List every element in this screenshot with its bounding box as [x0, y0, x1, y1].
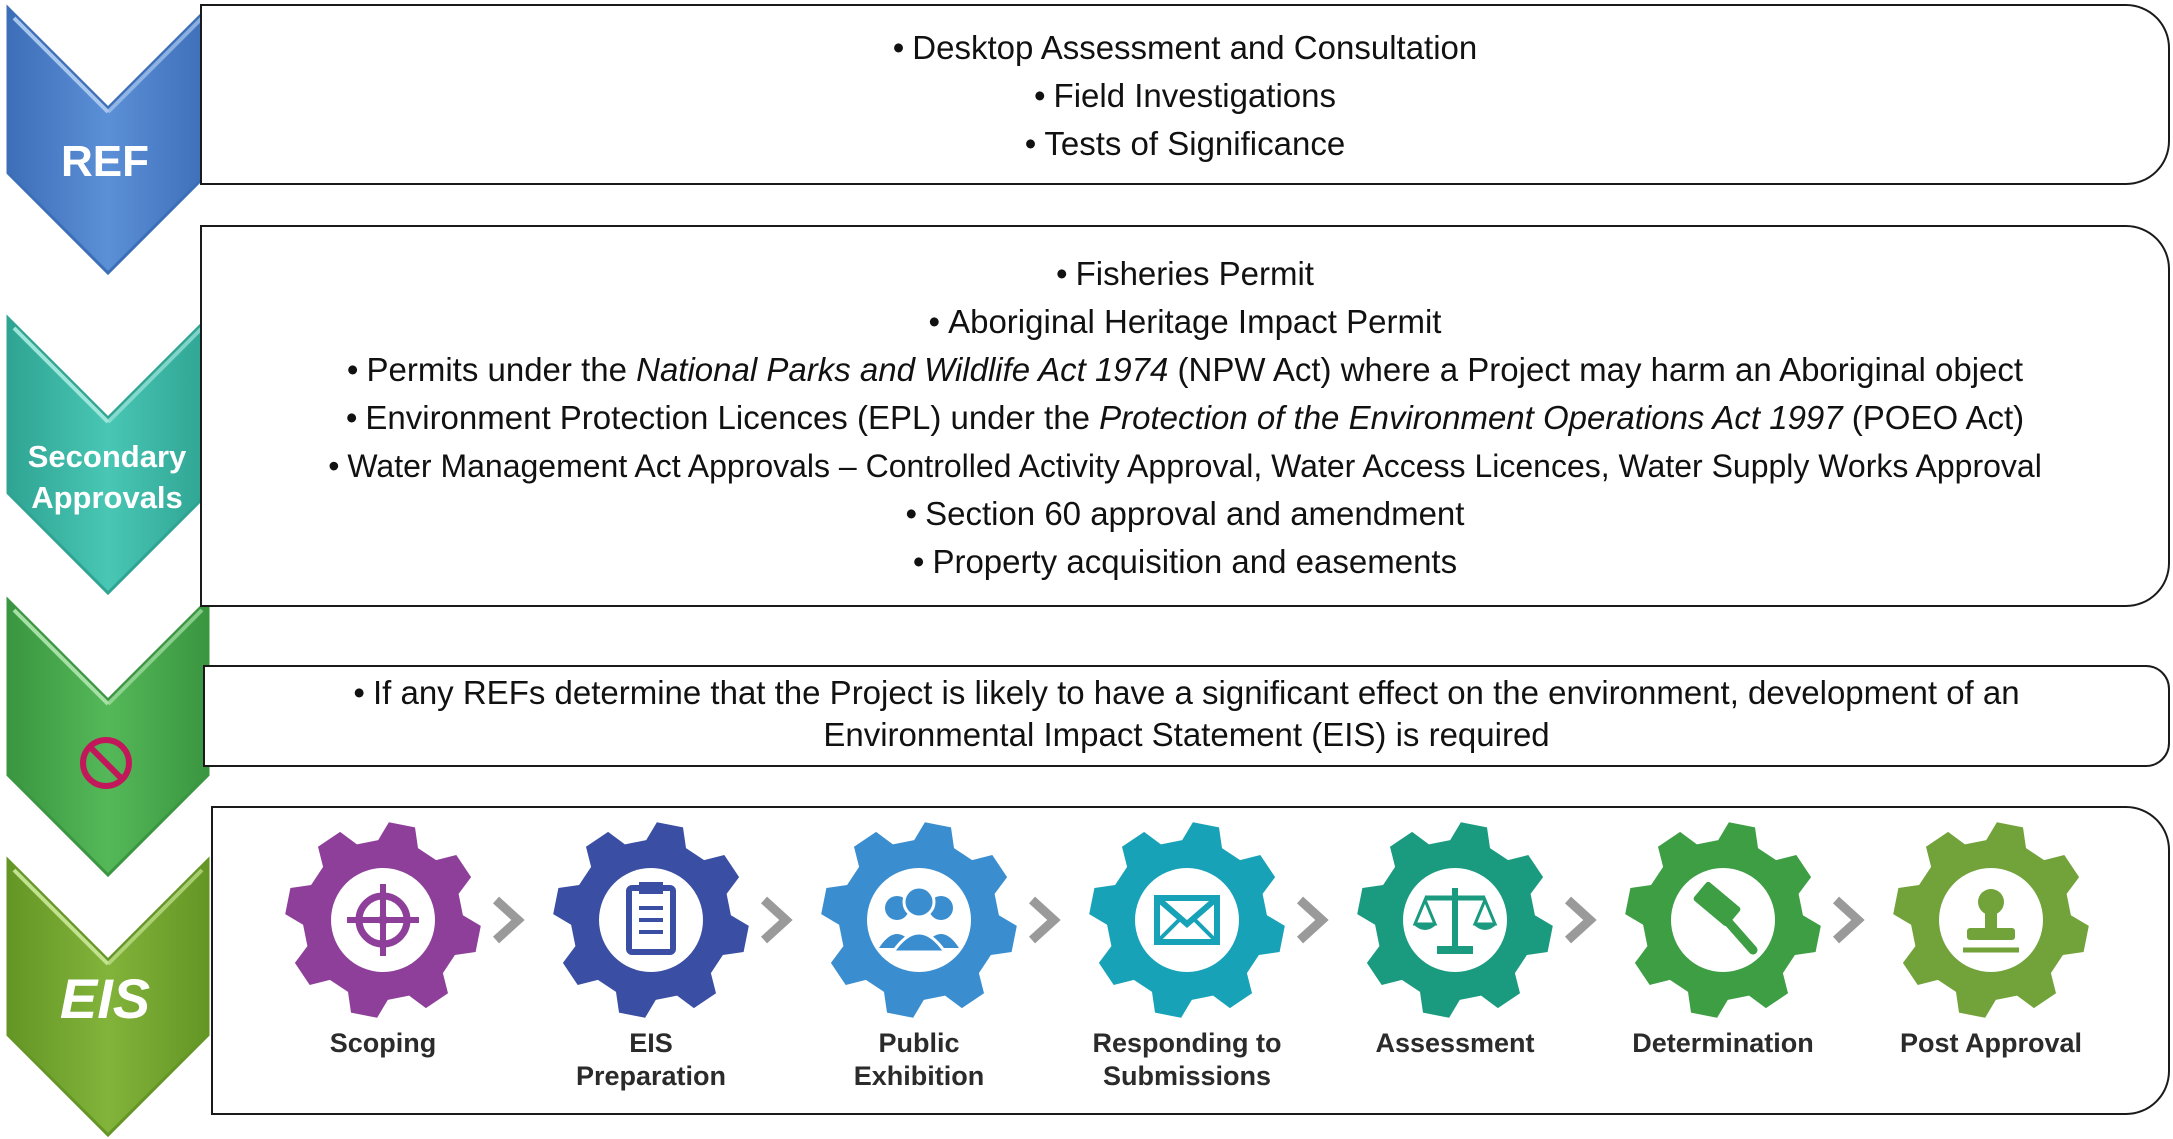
target-icon [347, 884, 419, 956]
ref-item: •Field Investigations [1033, 77, 1337, 114]
chevron-highlight [106, 608, 204, 706]
approval-item: •Fisheries Permit [1056, 255, 1314, 292]
chevron-highlight [12, 608, 110, 706]
stage-chevrons [6, 4, 210, 1138]
scales-icon [1412, 888, 1498, 954]
ref-panel: •Desktop Assessment and Consultation •Fi… [200, 4, 2170, 185]
step-gear-3 [1089, 822, 1285, 1018]
approval-item: •Section 60 approval and amendment [905, 495, 1465, 532]
approval-item: •Environment Protection Licences (EPL) u… [345, 399, 2025, 436]
ref-item: •Tests of Significance [1024, 125, 1346, 162]
step-gear-2 [821, 822, 1017, 1018]
chevron-highlight [106, 326, 204, 424]
chevron-highlight [12, 16, 110, 114]
people-icon [879, 885, 959, 954]
stage-label-ref: REF [61, 137, 149, 186]
envelope-icon [1154, 895, 1220, 945]
step-label: Submissions [1102, 1061, 1272, 1091]
step-label: Post Approval [1899, 1028, 2083, 1058]
secondary-approvals-panel: •Fisheries Permit •Aboriginal Heritage I… [200, 225, 2170, 607]
step-gear-6 [1893, 822, 2089, 1018]
clipboard-icon [626, 882, 676, 955]
chevron-highlight [12, 326, 110, 424]
chevron-right-icon [1564, 896, 1597, 944]
chevron-right-icon [1832, 896, 1865, 944]
approval-item: •Aboriginal Heritage Impact Permit [928, 303, 1442, 340]
approval-item: •Property acquisition and easements [912, 543, 1458, 580]
stage-label-eis: EIS [59, 967, 151, 1030]
step-gear-5 [1625, 822, 1821, 1018]
step-gear-1 [553, 822, 749, 1018]
step-label: Responding to [1092, 1028, 1282, 1058]
step-gear-4 [1357, 822, 1553, 1018]
step-label: Assessment [1375, 1028, 1535, 1058]
step-label: Preparation [575, 1061, 727, 1091]
chevron-highlight [12, 868, 110, 966]
gavel-icon [1693, 881, 1758, 955]
step-label: Public [878, 1028, 960, 1058]
chevron-highlight [106, 868, 204, 966]
step-label: Scoping [329, 1028, 437, 1058]
chevron-right-icon [1296, 896, 1329, 944]
ref-item-list: •Desktop Assessment and Consultation •Fi… [202, 24, 2168, 168]
step-label: Exhibition [853, 1061, 985, 1091]
chevron-right-icon [492, 896, 525, 944]
approval-item: •Water Management Act Approvals – Contro… [328, 448, 2042, 484]
stage-chevron [6, 856, 210, 1138]
no-entry-icon [80, 737, 132, 789]
chevron-highlight [106, 16, 204, 114]
eis-trigger-panel: •If any REFs determine that the Project … [203, 665, 2170, 767]
step-gear-0 [285, 822, 481, 1018]
ref-item: •Desktop Assessment and Consultation [892, 29, 1478, 66]
approval-item: •Permits under the National Parks and Wi… [346, 351, 2024, 388]
eis-trigger-text: •If any REFs determine that the Project … [353, 674, 2020, 753]
approvals-item-list: •Fisheries Permit •Aboriginal Heritage I… [202, 250, 2168, 586]
step-label: EIS [629, 1028, 673, 1058]
stamp-icon [1963, 889, 2019, 953]
chevron-right-icon [760, 896, 793, 944]
chevron-right-icon [1028, 896, 1061, 944]
step-label: Determination [1632, 1028, 1814, 1058]
stage-label-secondary-approvals: Secondary Approvals [27, 439, 187, 515]
